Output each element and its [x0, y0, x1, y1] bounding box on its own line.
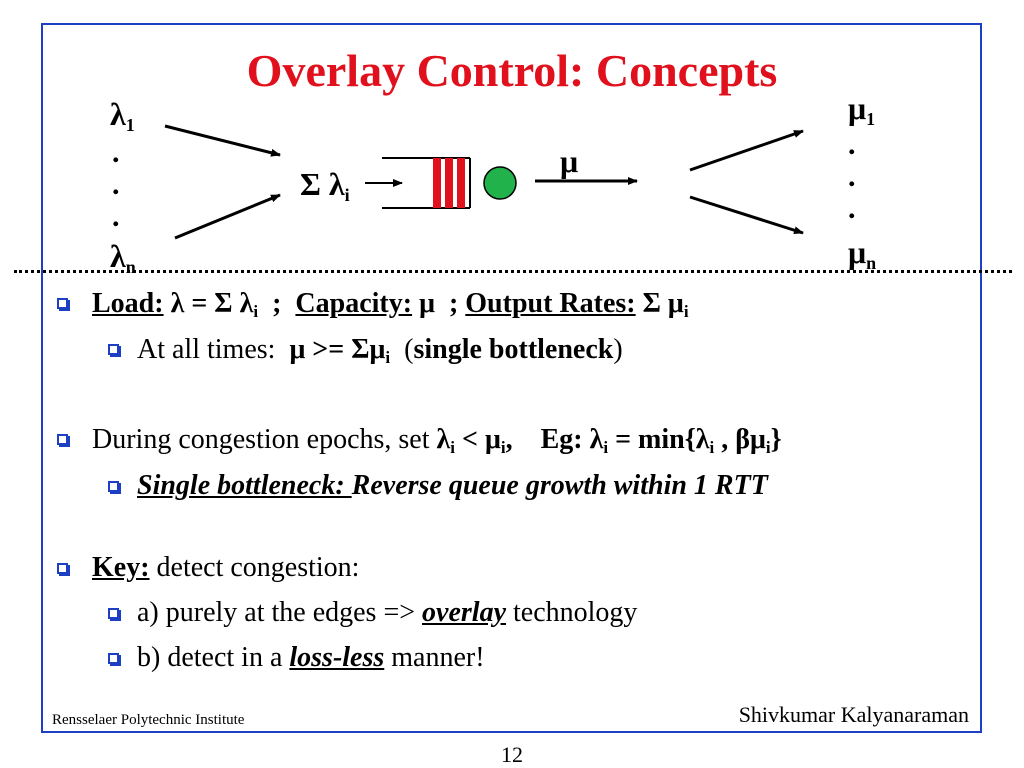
queue-diagram: [164, 124, 804, 240]
congestion-expr-4-sub: i: [709, 438, 715, 457]
congestion-prefix: During congestion epochs, set: [92, 424, 437, 455]
input-arrow-top: [164, 124, 281, 157]
output-arrow-top: [689, 129, 804, 172]
bullet-3-2-marker: [108, 653, 119, 664]
output-arrow-bottom: [689, 195, 804, 235]
key-label: Key:: [92, 552, 150, 583]
lambda-1-label: λ1: [110, 98, 135, 134]
bullet-1-1-marker: [108, 344, 119, 355]
mu-n-label: μn: [848, 236, 876, 272]
load-equation: λ = Σ λ: [163, 288, 254, 319]
lambda-n-label: λn: [110, 240, 136, 276]
congestion-expr-4: = min{λ: [608, 424, 710, 455]
bullet-3-1-marker: [108, 608, 119, 619]
output-rates-sub: i: [683, 302, 689, 321]
bullet-3-2-text: b) detect in a loss-less manner!: [137, 642, 485, 674]
output-rates-value: Σ μ: [635, 288, 684, 319]
paren-close: ): [613, 334, 623, 365]
slide-frame: [41, 23, 982, 733]
footer-institute: Rensselaer Polytechnic Institute: [52, 712, 245, 728]
output-rates-label: Output Rates:: [465, 288, 636, 319]
left-dot-3: .: [112, 200, 120, 233]
mu-1-label: μ1: [848, 92, 875, 128]
left-dot-1: .: [112, 136, 120, 169]
lambda-n-sub: n: [125, 257, 136, 277]
bullet-1-1-text: At all times: μ >= Σμi (single bottlenec…: [137, 334, 623, 368]
bullet-3-text: Key: detect congestion:: [92, 552, 359, 584]
edges-prefix: a) purely at the edges =>: [137, 597, 423, 628]
lossless-suffix: manner!: [384, 642, 485, 673]
bullet-1-marker: [57, 298, 68, 309]
key-text: detect congestion:: [149, 552, 360, 583]
separator-1: ;: [258, 288, 296, 319]
sum-lambda-label: Σ λi: [300, 168, 350, 204]
input-arrow-bottom: [174, 193, 281, 240]
lambda-1-sub: 1: [125, 115, 135, 135]
bullet-2-text: During congestion epochs, set λi < μi, E…: [92, 424, 782, 458]
paren-open: (: [390, 334, 414, 365]
right-dot-2: .: [848, 160, 856, 193]
footer-author: Shivkumar Kalyanaraman: [738, 702, 969, 727]
left-dot-2: .: [112, 168, 120, 201]
edges-suffix: technology: [506, 597, 638, 628]
sum-lambda-sub: i: [344, 185, 350, 205]
congestion-expr-6: }: [770, 424, 782, 455]
server-circle: [483, 166, 517, 200]
capacity-label: Capacity:: [295, 288, 413, 319]
congestion-expr-3: , Eg: λ: [505, 424, 604, 455]
load-equation-sub: i: [253, 302, 259, 321]
section-divider: [14, 270, 1012, 273]
single-bottleneck-text: single bottleneck: [413, 334, 614, 365]
bullet-1-text: Load: λ = Σ λi ; Capacity: μ ; Output Ra…: [92, 288, 689, 322]
lossless-emphasis: loss-less: [289, 642, 385, 673]
load-label: Load:: [92, 288, 164, 319]
reverse-queue-text: Reverse queue growth within 1 RTT: [351, 470, 768, 501]
capacity-value: μ: [412, 288, 449, 319]
lossless-prefix: b) detect in a: [137, 642, 290, 673]
queue-buffer: [382, 157, 471, 209]
slide-title: Overlay Control: Concepts: [246, 45, 778, 96]
lambda-1-symbol: λ: [110, 96, 126, 132]
page-number: 12: [501, 742, 523, 767]
sum-lambda-symbol: Σ λ: [300, 166, 345, 202]
right-dot-3: .: [848, 192, 856, 225]
mu-1-sub: 1: [866, 109, 876, 129]
congestion-expr-5: , βμ: [714, 424, 766, 455]
right-dot-1: .: [848, 128, 856, 161]
bullet-2-1-text: Single bottleneck: Reverse queue growth …: [137, 470, 768, 502]
mu-label: μ: [560, 143, 579, 179]
bullet-3-1-text: a) purely at the edges => overlay techno…: [137, 597, 637, 629]
congestion-expr-1: λ: [436, 424, 451, 455]
overlay-emphasis: overlay: [422, 597, 506, 628]
mu-1-symbol: μ: [848, 90, 867, 126]
congestion-expr-2: < μ: [455, 424, 501, 455]
bullet-2-marker: [57, 434, 68, 445]
at-all-times-prefix: At all times:: [137, 334, 290, 365]
at-all-times-expr-sub: i: [385, 348, 391, 367]
lambda-n-symbol: λ: [110, 238, 126, 274]
bullet-3-marker: [57, 563, 68, 574]
separator-2: ;: [448, 288, 466, 319]
congestion-expr-5-sub: i: [765, 438, 771, 457]
congestion-expr-1-sub: i: [450, 438, 455, 457]
at-all-times-expr: μ >= Σμ: [289, 334, 386, 365]
mu-n-sub: n: [866, 253, 877, 273]
mu-n-symbol: μ: [848, 234, 867, 270]
single-bottleneck-label: Single bottleneck:: [137, 470, 352, 501]
bullet-2-1-marker: [108, 481, 119, 492]
congestion-expr-2-sub: i: [500, 438, 506, 457]
congestion-expr-3-sub: i: [603, 438, 609, 457]
